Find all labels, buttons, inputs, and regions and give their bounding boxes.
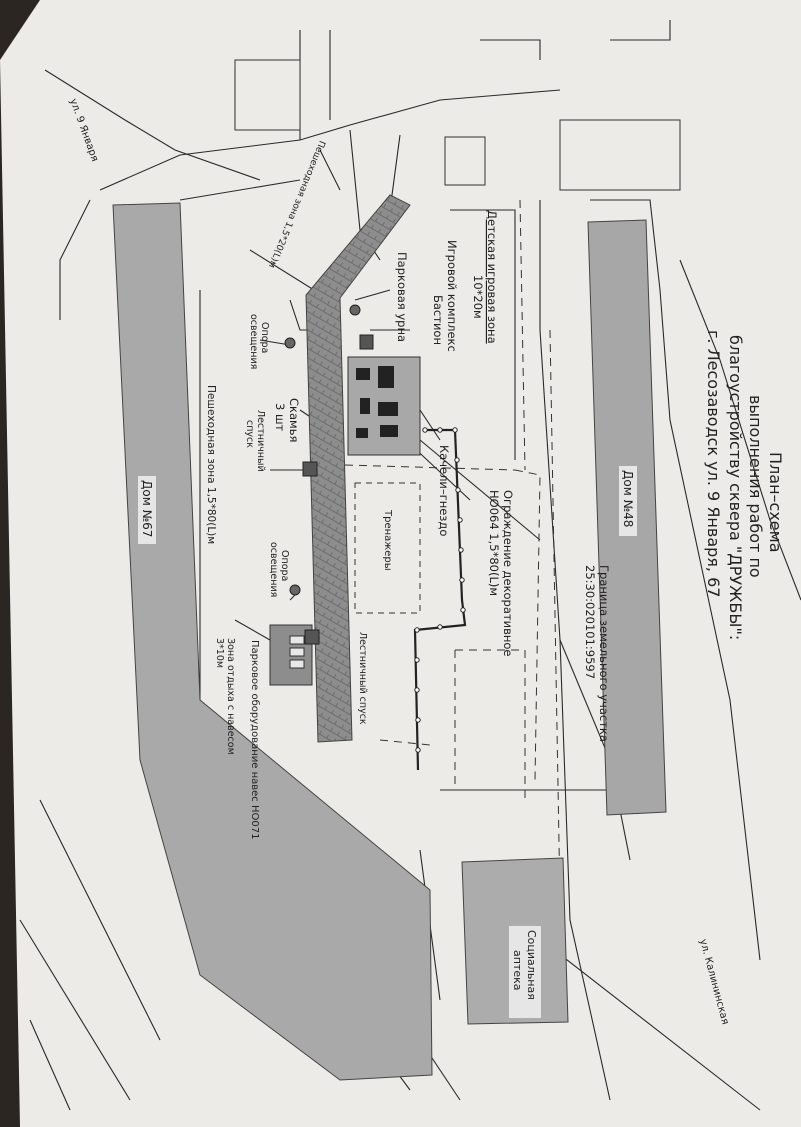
- trainers-area: [354, 482, 421, 614]
- stairs-2: [304, 629, 320, 645]
- fence-post: [452, 427, 458, 433]
- title-line2-group: выполнения работ по: [746, 395, 765, 578]
- bench-icons: [289, 635, 305, 669]
- swing-label-group: Качели–гнездо: [437, 445, 451, 536]
- title-line4-group: г. Лесозаводск ул. 9 Января, 67: [704, 330, 723, 597]
- kids-zone-label-group: Детская игровая зона 10*20м: [471, 210, 499, 344]
- title-line3-group: благоустройству сквера "ДРУЖБЫ":: [726, 335, 745, 640]
- fence-post: [415, 747, 421, 753]
- stairs-1-label-line2: спуск: [244, 420, 255, 448]
- stairs-2-label-group: Лестничный спуск: [357, 632, 368, 725]
- fence-label-group: Ограждение декоративное НО064 1,5*80(L)м: [487, 490, 515, 657]
- stairs-1-label-group: Лестничный спуск: [244, 410, 266, 472]
- bench-label-line1: Скамья: [287, 398, 301, 442]
- lamp-1-label-group: Опора освещения: [248, 314, 270, 369]
- fence-post: [455, 487, 461, 493]
- fence-post: [458, 547, 464, 553]
- house-67: [112, 202, 433, 1081]
- pharmacy-label-line2: аптека: [511, 950, 524, 991]
- lamp-post-icon: [284, 337, 296, 349]
- fence-post: [414, 627, 420, 633]
- boundary-label-group: Граница земельного участка 25:30:020101:…: [583, 565, 611, 742]
- dashed-lines: [344, 199, 561, 901]
- rest-zone-label-line2: 3*10м: [214, 638, 225, 668]
- play-label-line1: Игровой комплекс: [445, 240, 459, 352]
- bench-label-group: Скамья 3 шт: [273, 398, 301, 442]
- swing-label: Качели–гнездо: [437, 445, 451, 536]
- canopy-label-group: Парковое оборудование навес НО071: [249, 640, 260, 839]
- boundary-label-line1: Граница земельного участка: [597, 565, 611, 742]
- title-line4: г. Лесозаводск ул. 9 Января, 67: [704, 330, 723, 597]
- urn-marker: [359, 334, 374, 350]
- bench-label-line2: 3 шт: [273, 403, 287, 431]
- fence-post: [437, 624, 443, 630]
- walkway-paving: [305, 194, 411, 743]
- small-building-3: [234, 59, 301, 131]
- lamp-2-label-line2: освещения: [268, 542, 279, 597]
- title-line2: выполнения работ по: [746, 395, 765, 578]
- small-building-1: [444, 136, 486, 186]
- stairs-1-label-line1: Лестничный: [255, 410, 266, 472]
- fence-label-line2: НО064 1,5*80(L)м: [487, 490, 501, 596]
- lamp-1-label-line2: освещения: [248, 314, 259, 369]
- pharmacy-label-group: Социальная аптека: [509, 926, 541, 1018]
- fence-post: [415, 717, 421, 723]
- play-label-group: Игровой комплекс Бастион: [431, 240, 459, 352]
- urn-label: Парковая урна: [395, 252, 409, 342]
- house67-label-group: Дом №67: [138, 476, 156, 544]
- fence-post: [437, 427, 443, 433]
- kids-zone-label-line1: Детская игровая зона: [485, 210, 499, 344]
- play-equipment-icons: [356, 366, 398, 438]
- rest-zone-label-group: Зона отдыха с навесом 3*10м: [214, 638, 236, 755]
- fence-post: [459, 577, 465, 583]
- ped-bottom-label-group: Пешеходная зона 1,5*80(L)м: [205, 385, 217, 544]
- title-block: План–схема: [766, 452, 785, 553]
- lamp-post-icon: [289, 584, 301, 596]
- fence-post: [414, 657, 420, 663]
- fence-post: [454, 457, 460, 463]
- fence-post: [460, 607, 466, 613]
- small-building-2: [559, 119, 681, 191]
- play-label-line2: Бастион: [431, 295, 445, 345]
- lamp-2-label-group: Опора освещения: [268, 542, 290, 597]
- lamp-2-label-line1: Опора: [279, 550, 290, 581]
- trainers-label: Тренажеры: [382, 509, 393, 571]
- house48-label: Дом №48: [621, 470, 635, 527]
- pharmacy-label-line1: Социальная: [525, 930, 538, 1000]
- stairs-2-label: Лестничный спуск: [357, 632, 368, 725]
- fence-label-line1: Ограждение декоративное: [501, 490, 515, 657]
- canopy-label: Парковое оборудование навес НО071: [249, 640, 260, 839]
- title-line1: План–схема: [766, 452, 785, 553]
- ped-zone-bottom-label: Пешеходная зона 1,5*80(L)м: [205, 385, 217, 544]
- trainers-label-group: Тренажеры: [382, 509, 393, 571]
- lamp-1-label-line1: Опора: [259, 322, 270, 353]
- house48-label-group: Дом №48: [619, 466, 637, 536]
- urn-label-group: Парковая урна: [395, 252, 409, 342]
- house67-label: Дом №67: [140, 480, 154, 537]
- urn-icon: [349, 304, 361, 316]
- rest-zone-label-line1: Зона отдыха с навесом: [225, 638, 236, 755]
- stairs-1: [302, 461, 318, 477]
- fence-post: [414, 687, 420, 693]
- kids-zone-label-line2: 10*20м: [471, 275, 485, 319]
- fence-post: [457, 517, 463, 523]
- fence-posts: [414, 427, 466, 753]
- boundary-label-line2: 25:30:020101:9597: [583, 565, 597, 679]
- title-line3: благоустройству сквера "ДРУЖБЫ":: [726, 335, 745, 640]
- fence-post: [422, 427, 428, 433]
